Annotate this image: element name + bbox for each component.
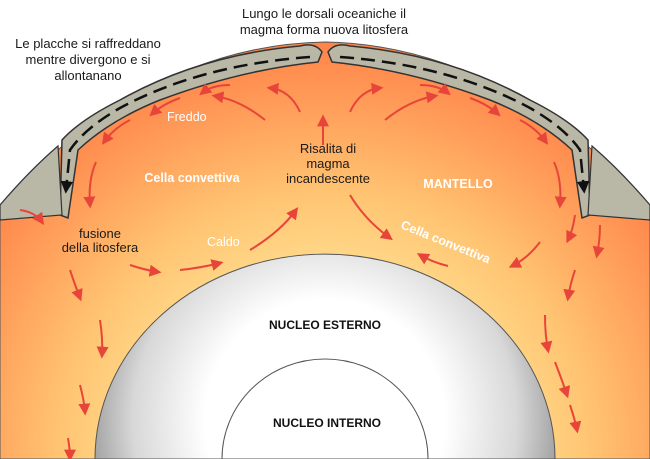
plate-motion-arrow-left (60, 55, 311, 194)
plates-label-line1: Le placche si raffreddano (15, 36, 161, 51)
convection-arrow (469, 97, 501, 117)
inner-core-label: NUCLEO INTERNO (273, 416, 381, 430)
fusion-label-line2: della litosfera (62, 240, 139, 255)
convection-arrow (266, 82, 301, 113)
magma-label-line1: Risalita di (300, 141, 356, 156)
ridge-title-line1: Lungo le dorsali oceaniche il (242, 6, 406, 21)
convection-arrow (540, 314, 553, 354)
convection-arrow (569, 404, 582, 434)
convection-arrow (83, 161, 97, 209)
convection-arrow (419, 83, 451, 96)
convection-arrow (78, 384, 91, 416)
hot-label: Caldo (207, 235, 240, 249)
mantle-label: MANTELLO (423, 177, 493, 191)
convection-arrow (554, 361, 571, 399)
lithosphere-left-margin (0, 144, 63, 221)
outer-core (94, 253, 556, 459)
inner-core (221, 358, 429, 459)
magma-label-line3: incandescente (286, 171, 370, 186)
convection-arrow (69, 269, 83, 302)
convection-arrow (199, 83, 231, 96)
plates-label-line3: allontanano (54, 68, 121, 83)
convection-arrow (149, 97, 181, 117)
lithosphere-right-margin (587, 144, 650, 221)
convection-arrow (96, 319, 109, 359)
convection-arrow (63, 437, 76, 459)
convection-arrow (592, 224, 605, 259)
convection-arrow (211, 91, 266, 121)
convection-arrow (384, 91, 439, 121)
plates-label-line2: mentre divergono e si (25, 52, 150, 67)
ridge-title-line2: magma forma nuova litosfera (240, 22, 409, 37)
convection-arrow (179, 259, 224, 271)
outer-core-label: NUCLEO ESTERNO (269, 318, 381, 332)
magma-label-line2: magma (306, 156, 350, 171)
cold-label: Freddo (167, 110, 207, 124)
convection-arrow (508, 241, 541, 268)
convection-arrow (349, 194, 393, 241)
fusion-label-line1: fusione (79, 226, 121, 241)
convection-arrow (519, 119, 549, 145)
convection-arrow (101, 119, 131, 145)
convection-arrow (349, 82, 384, 113)
convection-arrows (19, 82, 605, 459)
convection-arrow (553, 161, 567, 209)
convection-arrow (566, 214, 578, 244)
convection-arrow (563, 269, 576, 302)
convection-arrow (416, 253, 449, 267)
convective-cell-label-left: Cella convettiva (144, 171, 240, 185)
convection-arrow (249, 207, 299, 251)
plate-motion-arrow-right (339, 55, 590, 194)
convection-arrow (129, 264, 162, 277)
convection-arrow (19, 209, 45, 225)
